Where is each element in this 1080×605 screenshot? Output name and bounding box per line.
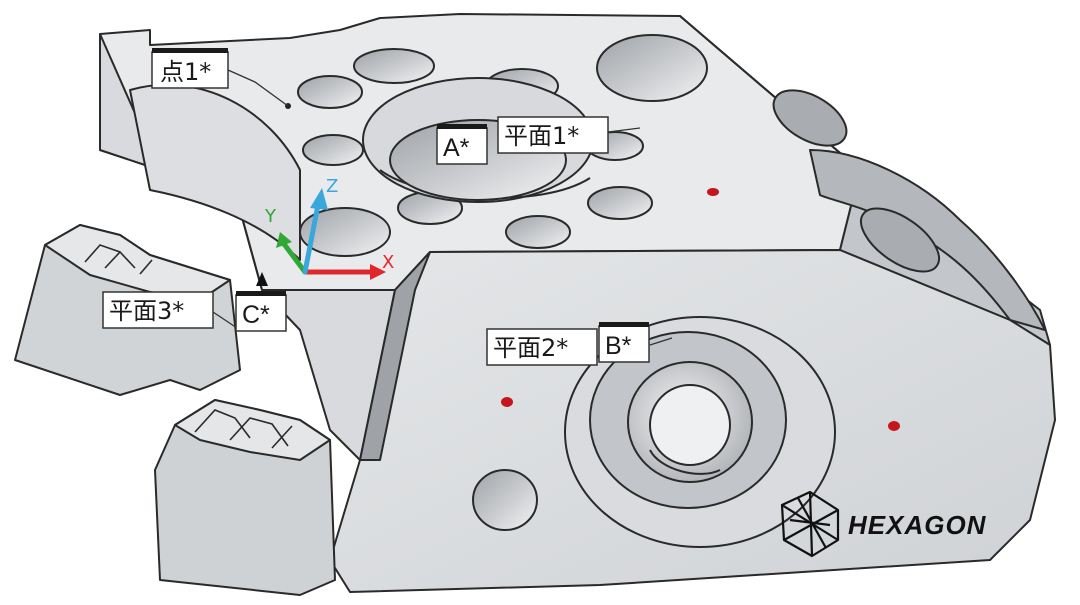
lower-left-lobe-top xyxy=(44,224,231,301)
label-plane3[interactable]: 平面3* xyxy=(102,291,214,329)
axis-y-line xyxy=(281,241,308,275)
axis-z-label: Z xyxy=(326,176,338,197)
label-plane2-text: 平面2* xyxy=(493,334,568,362)
marker-top[interactable] xyxy=(707,188,719,196)
axis-y-label: Y xyxy=(264,206,277,227)
axis-z-line xyxy=(302,202,321,275)
jaw-block-top xyxy=(174,399,331,461)
front-rib xyxy=(359,251,431,461)
view-cursor-icon xyxy=(256,272,268,286)
label-point1-text: 点1* xyxy=(160,58,211,86)
axis-y-arrow-icon xyxy=(276,232,292,248)
leader-lines xyxy=(209,69,673,346)
label-plane1[interactable]: 平面1* xyxy=(497,116,609,154)
label-plane3-text: 平面3* xyxy=(109,297,184,325)
side-openings xyxy=(772,89,940,273)
hexagon-logo: HEXAGON xyxy=(780,490,987,558)
axis-x-label: X xyxy=(382,252,394,273)
label-datum-c[interactable]: C* xyxy=(235,291,287,332)
hexagon-logo-icon xyxy=(780,490,840,558)
label-datum-a[interactable]: A* xyxy=(436,124,488,165)
front-counterbore xyxy=(564,316,836,548)
label-datum-b[interactable]: B* xyxy=(598,322,650,363)
hexagon-logo-text: HEXAGON xyxy=(848,510,987,540)
measure-points xyxy=(501,188,900,431)
label-datum-b-text: B* xyxy=(605,332,632,360)
label-datum-c-text: C* xyxy=(242,301,270,329)
axis-x-arrow-icon xyxy=(370,264,386,280)
marker-front-right[interactable] xyxy=(888,421,900,431)
front-small-hole xyxy=(472,469,538,531)
marker-front-left[interactable] xyxy=(501,397,513,407)
label-plane2[interactable]: 平面2* xyxy=(486,328,598,366)
coordinate-axes xyxy=(276,188,386,280)
label-point1[interactable]: 点1* xyxy=(151,48,229,89)
serrations xyxy=(84,244,293,449)
top-holes xyxy=(297,34,708,257)
label-plane1-text: 平面1* xyxy=(504,122,579,150)
axis-z-arrow-icon xyxy=(310,188,328,210)
label-datum-a-text: A* xyxy=(443,134,470,162)
